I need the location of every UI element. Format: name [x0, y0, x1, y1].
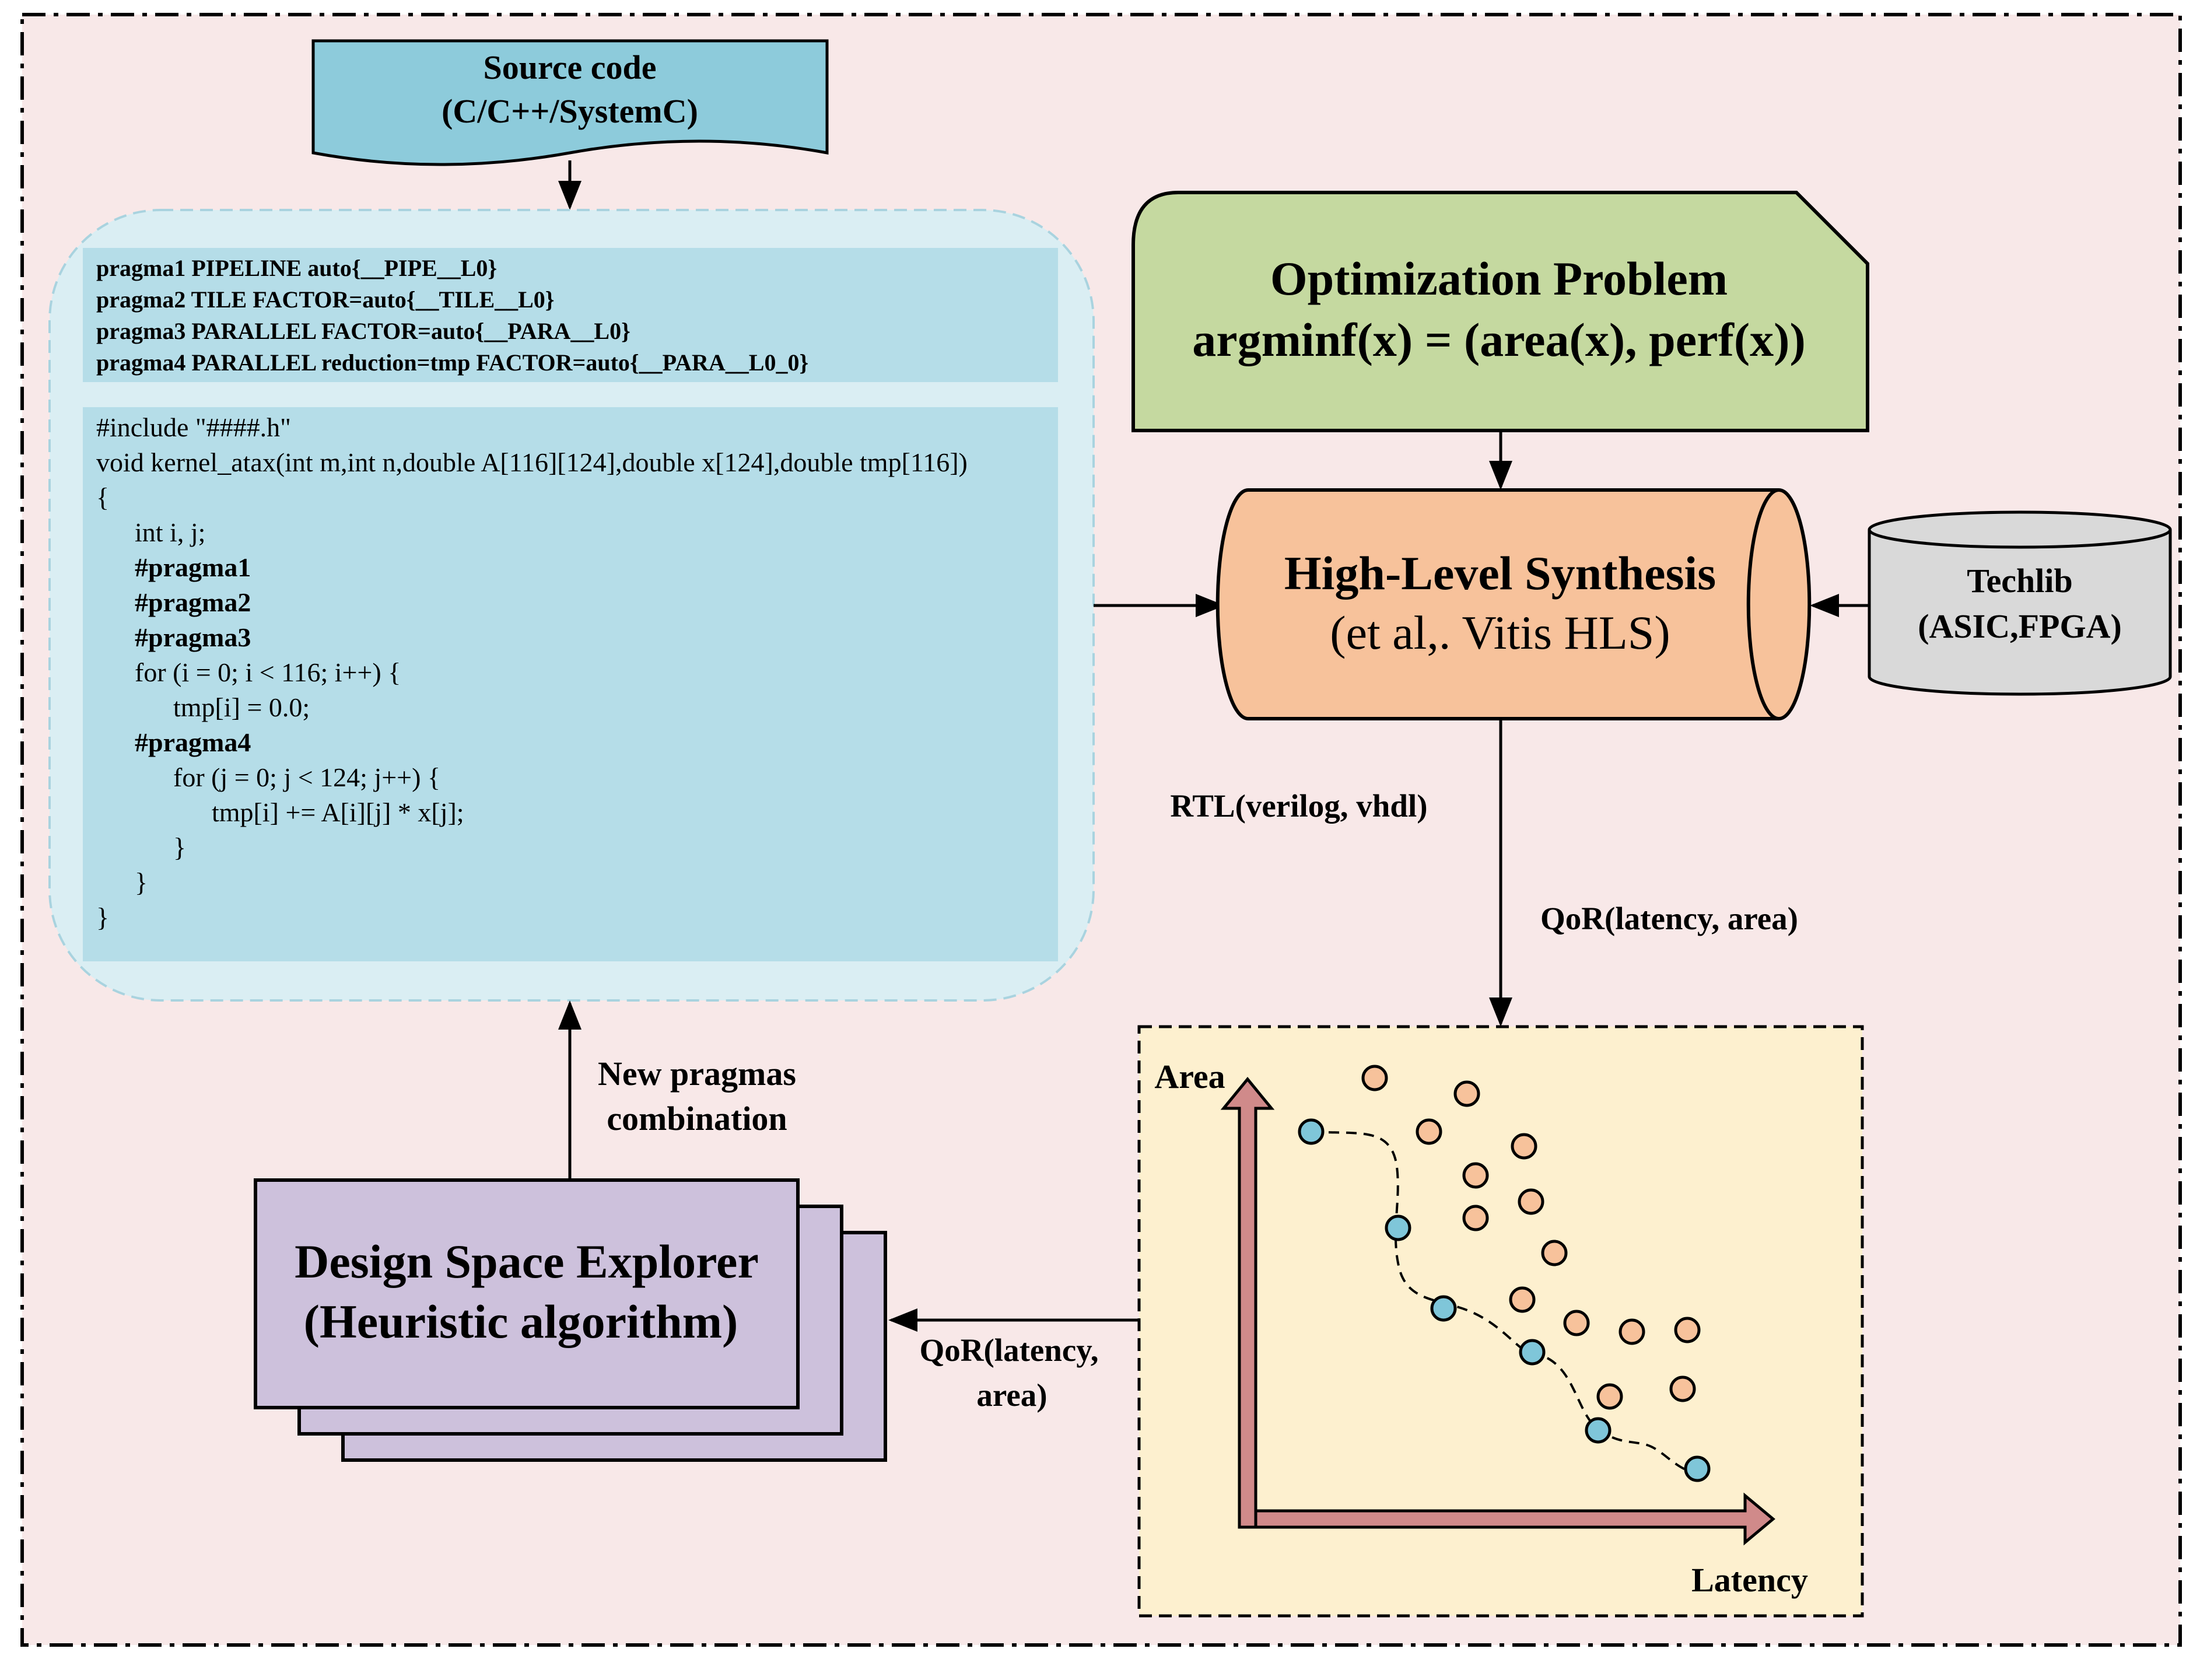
qor-left-label-line1: QoR(latency, — [919, 1332, 1098, 1368]
design-point — [1361, 1065, 1388, 1091]
pragma-header-lines: pragma1 PIPELINE auto{__PIPE__L0} pragma2… — [96, 255, 808, 376]
new-pragmas-label-line1: New pragmas — [598, 1055, 796, 1093]
optimization-formula: argminf(x) = (area(x), perf(x)) — [1192, 313, 1806, 366]
rtl-label: RTL(verilog, vhdl) — [1170, 788, 1427, 824]
design-point — [1462, 1162, 1489, 1189]
design-point — [1416, 1118, 1442, 1145]
design-point — [1669, 1376, 1696, 1402]
pareto-point — [1585, 1417, 1612, 1444]
source-code-title: Source code — [484, 48, 657, 86]
code-line: #include "####.h" — [96, 412, 291, 442]
code-panel: pragma1 PIPELINE auto{__PIPE__L0} pragma2… — [48, 209, 1095, 1002]
qor-right-label: QoR(latency, area) — [1540, 901, 1798, 936]
latency-axis-label: Latency — [1691, 1561, 1808, 1599]
pareto-front-curve — [1311, 1130, 1707, 1476]
design-point — [1619, 1318, 1645, 1345]
code-line: #pragma3 — [135, 622, 251, 652]
code-line: #pragma2 — [135, 587, 251, 617]
design-space-explorer: Design Space Explorer (Heuristic algorit… — [254, 1178, 887, 1462]
code-body-block — [83, 407, 1058, 961]
techlib-box: Techlib (ASIC,FPGA) — [1868, 510, 2172, 696]
hls-subtitle: (et al,. Vitis HLS) — [1330, 606, 1670, 659]
hls-box: High-Level Synthesis (et al,. Vitis HLS) — [1215, 488, 1812, 720]
code-line: void kernel_atax(int m,int n,double A[11… — [96, 447, 968, 477]
design-point — [1518, 1188, 1544, 1215]
code-line: } — [135, 867, 148, 897]
pragma-header-line: pragma2 TILE FACTOR=auto{__TILE__L0} — [96, 286, 555, 313]
pragma-header-block — [83, 248, 1058, 382]
pareto-point — [1385, 1214, 1411, 1241]
dse-subtitle: (Heuristic algorithm) — [304, 1295, 738, 1348]
techlib-title: Techlib — [1967, 562, 2073, 600]
code-line: for (i = 0; i < 116; i++) { — [135, 657, 401, 687]
source-code-subtitle: (C/C++/SystemC) — [442, 92, 698, 130]
code-line: #pragma4 — [135, 727, 251, 757]
pareto-point — [1684, 1455, 1711, 1482]
design-point — [1674, 1317, 1701, 1343]
code-line: } — [173, 832, 186, 862]
pragma-header-line: pragma1 PIPELINE auto{__PIPE__L0} — [96, 255, 497, 281]
pareto-point — [1519, 1339, 1546, 1366]
latency-axis-arrow — [1238, 1492, 1775, 1546]
pareto-point — [1430, 1295, 1457, 1322]
dse-title: Design Space Explorer — [295, 1235, 759, 1288]
code-line: tmp[i] = 0.0; — [173, 692, 310, 722]
new-pragmas-label-line2: combination — [607, 1100, 787, 1138]
code-body-lines: #include "####.h" void kernel_atax(int m,… — [96, 412, 968, 932]
design-point — [1563, 1310, 1590, 1336]
code-line: int i, j; — [135, 517, 205, 547]
qor-left-label-line2: area) — [976, 1377, 1047, 1413]
qor-scatter-plot: Area Latency — [1137, 1025, 1864, 1618]
design-point — [1596, 1383, 1623, 1410]
design-point — [1462, 1205, 1489, 1231]
optimization-title: Optimization Problem — [1270, 252, 1728, 305]
design-point — [1453, 1080, 1480, 1107]
area-axis-label: Area — [1154, 1058, 1225, 1096]
hls-title: High-Level Synthesis — [1284, 547, 1716, 600]
source-code-box: Source code (C/C++/SystemC) — [311, 39, 829, 166]
area-axis-arrow — [1220, 1077, 1275, 1529]
pragma-header-line: pragma3 PARALLEL FACTOR=auto{__PARA__L0} — [96, 318, 630, 344]
dse-front-layer — [254, 1178, 800, 1409]
design-point — [1509, 1286, 1536, 1313]
pragma-header-line: pragma4 PARALLEL reduction=tmp FACTOR=au… — [96, 349, 808, 376]
code-line: } — [96, 902, 109, 932]
code-line: tmp[i] += A[i][j] * x[j]; — [212, 797, 464, 827]
techlib-subtitle: (ASIC,FPGA) — [1918, 607, 2122, 645]
pareto-point — [1298, 1118, 1325, 1145]
code-line: #pragma1 — [135, 552, 251, 582]
optimization-problem-box: Optimization Problem argminf(x) = (area(… — [1131, 191, 1869, 432]
design-point — [1541, 1240, 1568, 1266]
code-line: { — [96, 482, 109, 512]
design-point — [1511, 1133, 1537, 1160]
code-line: for (j = 0; j < 124; j++) { — [173, 762, 440, 792]
scatter-points — [1298, 1065, 1711, 1482]
